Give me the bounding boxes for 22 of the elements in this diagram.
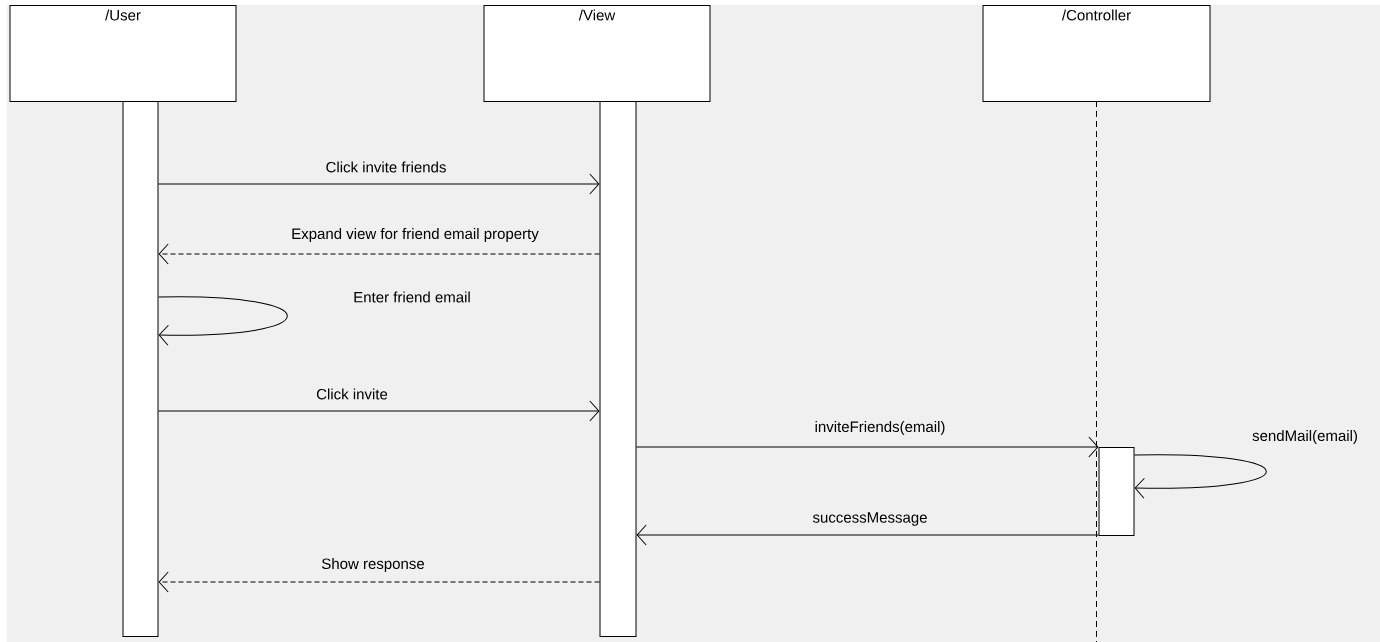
arrow — [158, 571, 600, 593]
arrow — [636, 436, 1099, 458]
arrow — [158, 173, 600, 195]
edge-label: Expand view for friend email property — [290, 227, 540, 243]
lifeline-header: /User — [9, 5, 237, 102]
lifeline-header: /Controller — [982, 5, 1211, 102]
edge-label: Show response — [320, 557, 426, 573]
arrow — [636, 524, 1099, 546]
arrow — [158, 243, 600, 265]
edge-label: sendMail(email) — [1251, 429, 1359, 445]
edge-label: Enter friend email — [352, 290, 472, 304]
lifeline-header: /View — [483, 5, 711, 102]
edge-label: Click invite friends — [324, 160, 448, 174]
edge-label: Click invite — [315, 387, 389, 401]
edge-label: successMessage — [811, 511, 929, 527]
activation-bar — [122, 101, 159, 637]
activation-bar — [1098, 447, 1135, 536]
arrow — [158, 296, 288, 346]
arrow — [1134, 454, 1267, 499]
edge-label: inviteFriends(email) — [813, 420, 947, 436]
activation-bar — [599, 101, 637, 637]
arrow — [158, 400, 600, 422]
